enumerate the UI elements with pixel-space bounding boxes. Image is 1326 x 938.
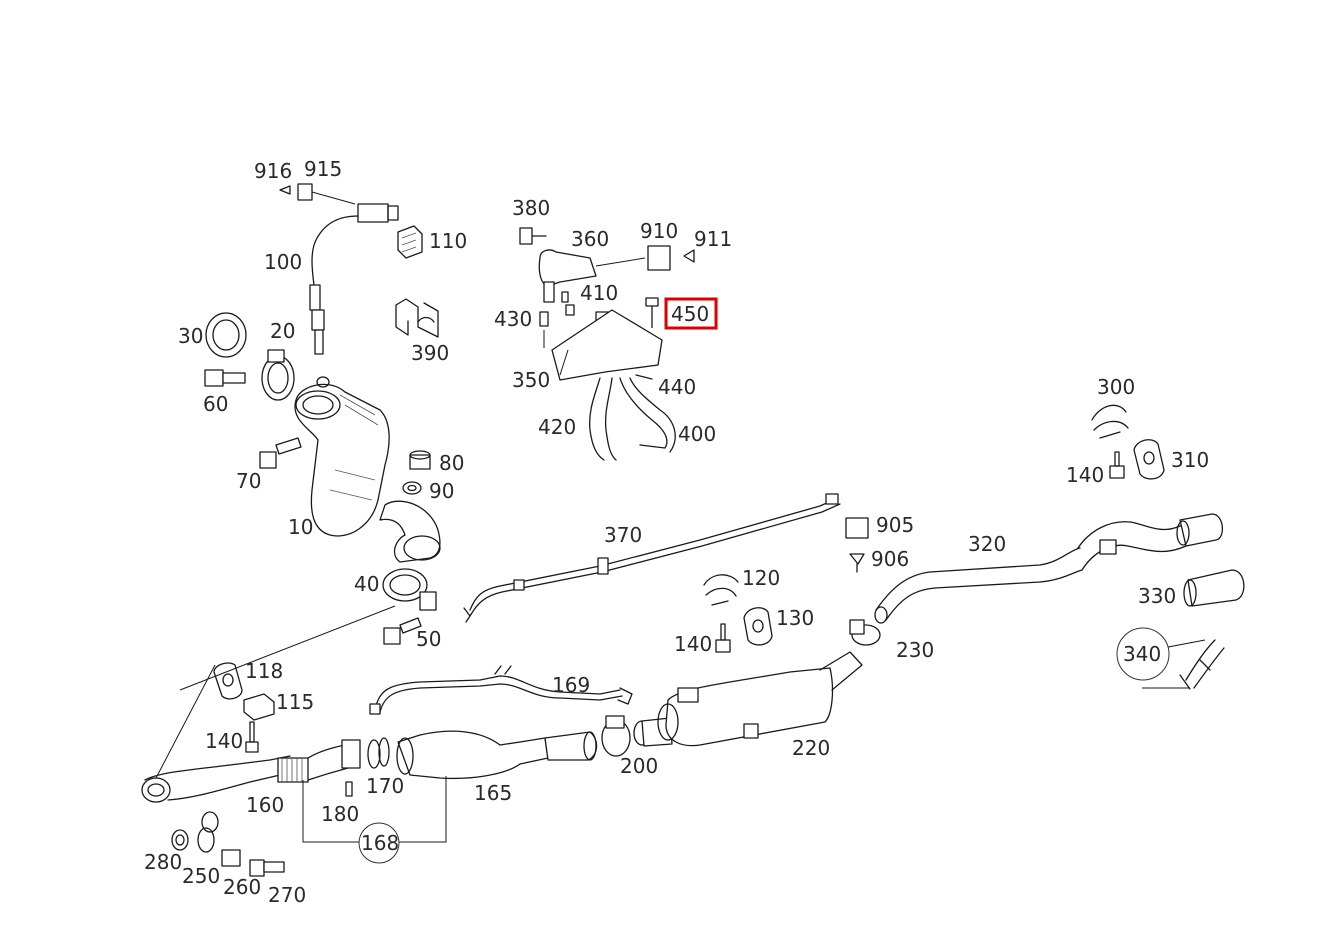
label-430[interactable]: 430 [494, 307, 532, 331]
bolt-70[interactable] [259, 437, 302, 469]
bracket-110-drawing[interactable] [397, 225, 423, 259]
clamp-230[interactable] [849, 619, 881, 646]
bolt-140-left[interactable] [245, 721, 259, 753]
oxygen-sensor-drawing[interactable] [279, 183, 399, 355]
label-390[interactable]: 390 [411, 341, 449, 365]
pressure-sensor-group[interactable] [519, 227, 695, 461]
label-220[interactable]: 220 [792, 736, 830, 760]
bolt-60[interactable] [204, 369, 246, 387]
seal-906[interactable] [849, 553, 865, 573]
label-370[interactable]: 370 [604, 523, 642, 547]
nut-80[interactable] [409, 450, 431, 470]
gasket-250[interactable] [197, 811, 219, 853]
front-pipe-160[interactable] [141, 739, 381, 803]
tail-pipe-330[interactable] [1183, 569, 1245, 607]
clip-390-drawing[interactable] [395, 298, 439, 338]
label-30[interactable]: 30 [178, 324, 203, 348]
rear-silencer-pipe[interactable] [1077, 513, 1223, 571]
label-340[interactable]: 340 [1123, 642, 1161, 666]
label-410[interactable]: 410 [580, 281, 618, 305]
washer-90[interactable] [402, 481, 422, 495]
label-450[interactable]: 450 [671, 302, 709, 326]
pipe-169[interactable] [369, 665, 633, 715]
nut-260[interactable] [221, 849, 241, 867]
label-260[interactable]: 260 [223, 875, 261, 899]
bracket-115[interactable] [243, 693, 275, 721]
clamp-20[interactable] [261, 349, 295, 401]
label-180[interactable]: 180 [321, 802, 359, 826]
middle-silencer-220[interactable] [633, 651, 863, 747]
ref-circle-168 [358, 822, 400, 864]
label-250[interactable]: 250 [182, 864, 220, 888]
label-50[interactable]: 50 [416, 627, 441, 651]
bolt-270[interactable] [249, 859, 285, 877]
intermediate-pipe-320[interactable] [874, 547, 1083, 624]
label-165[interactable]: 165 [474, 781, 512, 805]
label-70[interactable]: 70 [236, 469, 261, 493]
hanger-120[interactable] [703, 574, 739, 606]
label-90[interactable]: 90 [429, 479, 454, 503]
label-200[interactable]: 200 [620, 754, 658, 778]
catalytic-converter-165[interactable] [396, 730, 598, 780]
label-140-right[interactable]: 140 [1066, 463, 1104, 487]
label-170[interactable]: 170 [366, 774, 404, 798]
label-915[interactable]: 915 [304, 157, 342, 181]
label-140-middle[interactable]: 140 [674, 632, 712, 656]
label-916[interactable]: 916 [254, 159, 292, 183]
label-80[interactable]: 80 [439, 451, 464, 475]
label-420[interactable]: 420 [538, 415, 576, 439]
connector-905[interactable] [845, 517, 869, 539]
label-320[interactable]: 320 [968, 532, 1006, 556]
rubber-mount-118[interactable] [213, 662, 243, 700]
label-10[interactable]: 10 [288, 515, 313, 539]
label-115[interactable]: 115 [276, 690, 314, 714]
label-40[interactable]: 40 [354, 572, 379, 596]
label-280[interactable]: 280 [144, 850, 182, 874]
ref-circle-340 [1116, 627, 1170, 681]
clamp-200[interactable] [601, 715, 631, 757]
rubber-mount-310[interactable] [1133, 439, 1165, 480]
label-130[interactable]: 130 [776, 606, 814, 630]
label-906[interactable]: 906 [871, 547, 909, 571]
bolt-140-right[interactable] [1109, 451, 1125, 479]
label-100[interactable]: 100 [264, 250, 302, 274]
washer-280[interactable] [171, 829, 189, 851]
hanger-300[interactable] [1091, 404, 1129, 439]
label-168[interactable]: 168 [361, 831, 399, 855]
clamp-40[interactable] [382, 568, 437, 611]
label-400[interactable]: 400 [678, 422, 716, 446]
label-110[interactable]: 110 [429, 229, 467, 253]
gasket-180[interactable] [345, 781, 353, 797]
catalytic-converter-10[interactable] [294, 376, 441, 563]
label-60[interactable]: 60 [203, 392, 228, 416]
label-440[interactable]: 440 [658, 375, 696, 399]
gasket-170[interactable] [378, 737, 390, 767]
highlight-box-450 [664, 297, 718, 330]
label-310[interactable]: 310 [1171, 448, 1209, 472]
hose-370[interactable] [463, 493, 841, 623]
label-118[interactable]: 118 [245, 659, 283, 683]
label-140-left[interactable]: 140 [205, 729, 243, 753]
label-169[interactable]: 169 [552, 673, 590, 697]
label-300[interactable]: 300 [1097, 375, 1135, 399]
label-230[interactable]: 230 [896, 638, 934, 662]
label-270[interactable]: 270 [268, 883, 306, 907]
label-905[interactable]: 905 [876, 513, 914, 537]
bolt-50[interactable] [383, 617, 422, 645]
damper-340-drawing[interactable] [1179, 639, 1225, 690]
label-380[interactable]: 380 [512, 196, 550, 220]
label-330[interactable]: 330 [1138, 584, 1176, 608]
label-20[interactable]: 20 [270, 319, 295, 343]
label-160[interactable]: 160 [246, 793, 284, 817]
gasket-ring-30[interactable] [205, 312, 247, 358]
bolt-140-middle[interactable] [715, 623, 731, 653]
part-labels: 916 915 110 100 380 360 910 911 410 450 … [144, 157, 1209, 907]
label-350[interactable]: 350 [512, 368, 550, 392]
label-911[interactable]: 911 [694, 227, 732, 251]
label-120[interactable]: 120 [742, 566, 780, 590]
label-910[interactable]: 910 [640, 219, 678, 243]
rubber-mount-130[interactable] [743, 607, 773, 646]
label-360[interactable]: 360 [571, 227, 609, 251]
